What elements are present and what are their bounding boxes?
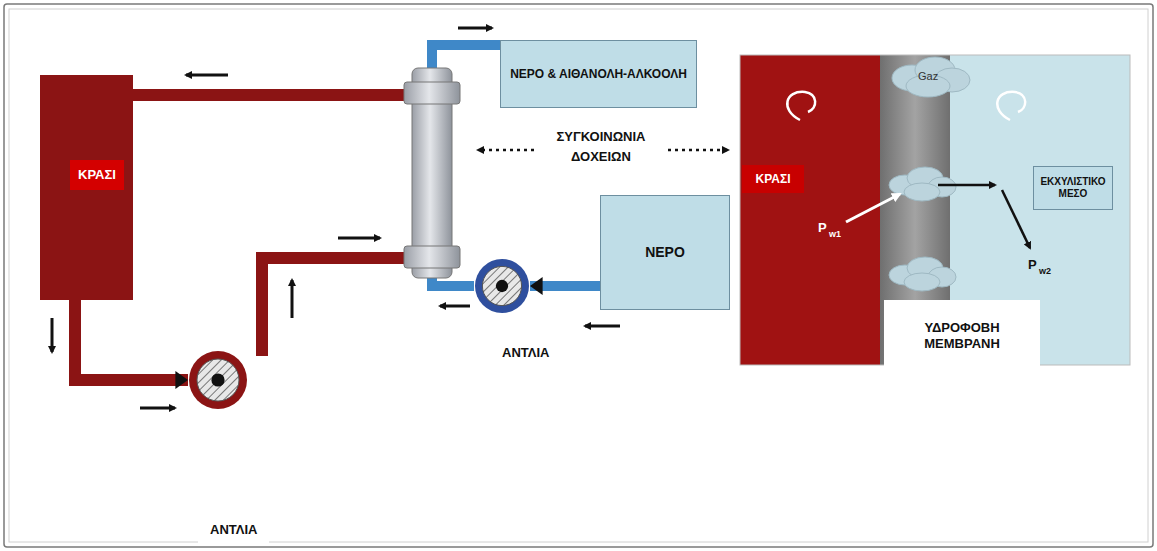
tank-box: ΝΕΡΟ & ΑΙΘΑΝΟΛΗ-ΑΛΚΟΟΛΗ (500, 40, 697, 108)
pressure-label: P (1028, 257, 1037, 272)
pump-icon (188, 350, 248, 410)
node-text: ΚΡΑΣΙ (70, 160, 124, 190)
note-text: ΣΥΓΚΟΙΝΩΝΙΑ ΔΟΧΕΙΩΝ (546, 127, 656, 166)
arrow-head (530, 277, 543, 295)
label-box: ΕΚΧΥΛΙΣΤΙΚΟ ΜΕΣΟ (1033, 166, 1113, 210)
pressure-subscript: w1 (829, 229, 841, 239)
pump-symbol: ΑΝΤΛΙΑ (188, 350, 248, 410)
pipe-connector (75, 300, 188, 389)
node-text: ΕΚΧΥΛΙΣΤΙΚΟ ΜΕΣΟ (1040, 176, 1106, 200)
label-box: ΥΔΡΟΦΟΒΗ ΜΕΜΒΡΑΝΗ (884, 300, 1040, 372)
arrow-head (175, 371, 188, 389)
label-box: ΚΡΑΣΙ (742, 165, 804, 193)
node-text: ΝΕΡΟ (645, 244, 685, 261)
pressure-label: P (818, 220, 827, 235)
node-text: ΑΝΤΛΙΑ (492, 340, 559, 366)
node-text: ΑΝΤΛΙΑ (198, 516, 269, 544)
node-text: ΥΔΡΟΦΟΒΗ ΜΕΜΒΡΑΝΗ (890, 320, 1034, 351)
gas-label: Gaz (918, 70, 938, 82)
pump-icon (474, 258, 530, 314)
pressure-subscript: w2 (1039, 266, 1051, 276)
pump-symbol: ΑΝΤΛΙΑ (474, 258, 530, 314)
wine-tank: ΚΡΑΣΙ (40, 75, 133, 300)
tank-box: ΝΕΡΟ (600, 195, 730, 310)
pipe-connector (530, 277, 600, 295)
node-text: ΝΕΡΟ & ΑΙΘΑΝΟΛΗ-ΑΛΚΟΟΛΗ (510, 67, 687, 81)
node-text: ΚΡΑΣΙ (756, 172, 791, 186)
